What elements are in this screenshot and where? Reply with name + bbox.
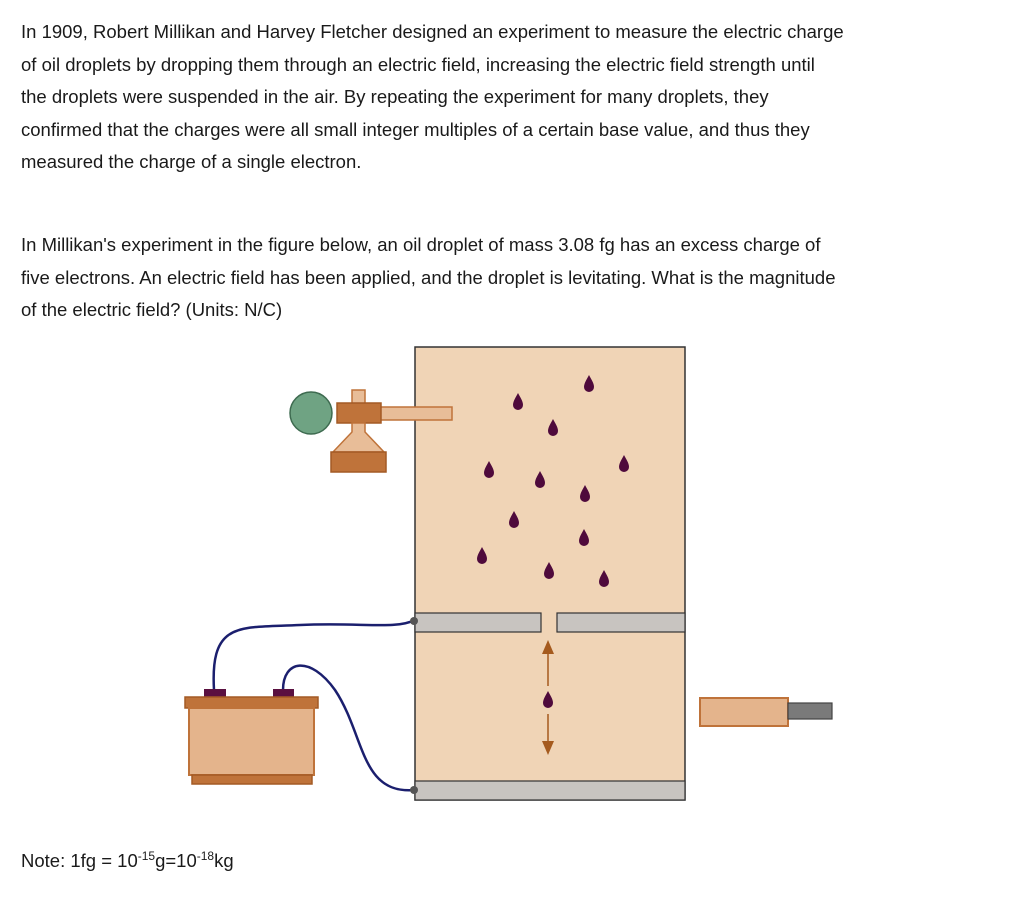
oil-droplet <box>544 562 554 579</box>
arrow-up-icon <box>542 640 554 654</box>
note-exponent-1: -15 <box>137 849 156 863</box>
oil-droplet <box>484 461 494 478</box>
oil-droplet <box>579 529 589 546</box>
note-prefix: Note: 1fg = 10 <box>21 850 138 871</box>
note-mid: g=10 <box>155 850 197 871</box>
battery-base <box>191 774 313 785</box>
text-line: confirmed that the charges were all smal… <box>21 118 810 140</box>
oil-droplet <box>619 455 629 472</box>
atomizer-collar <box>336 402 382 424</box>
oil-droplet <box>584 375 594 392</box>
microscope <box>699 697 833 727</box>
wire-lower <box>281 664 416 792</box>
text-line: In Millikan's experiment in the figure b… <box>21 234 821 255</box>
microscope-body <box>699 697 789 727</box>
connector <box>410 617 418 625</box>
question-paragraph: In Millikan's experiment in the figure b… <box>21 229 835 327</box>
text-line: the droplets were suspended in the air. … <box>21 86 769 107</box>
oil-droplet <box>543 691 553 708</box>
battery-terminal-right <box>273 689 294 697</box>
battery-body <box>188 707 315 776</box>
oil-droplet <box>548 419 558 436</box>
atomizer <box>289 389 453 473</box>
text-line: of oil droplets by dropping them through… <box>21 53 815 75</box>
lower-plate <box>414 780 686 801</box>
oil-droplet <box>580 485 590 502</box>
battery-lid <box>184 696 319 709</box>
levitation-arrows <box>542 640 554 755</box>
text-line: In 1909, Robert Millikan and Harvey Flet… <box>21 21 844 42</box>
battery <box>184 689 319 785</box>
oil-droplet <box>477 547 487 564</box>
oil-droplets <box>477 375 629 708</box>
text-line: five electrons. An electric field has be… <box>21 266 836 288</box>
upper-plate-left <box>414 612 542 633</box>
atomizer-tube <box>379 406 453 421</box>
wire-upper <box>212 618 416 691</box>
oil-droplet <box>599 570 609 587</box>
arrow-down-icon <box>542 741 554 755</box>
battery-terminal-left <box>204 689 226 697</box>
intro-paragraph: In 1909, Robert Millikan and Harvey Flet… <box>21 16 844 179</box>
atomizer-funnel <box>331 422 386 453</box>
note-exponent-2: -18 <box>196 849 215 863</box>
connector <box>410 786 418 794</box>
text-line: of the electric field? (Units: N/C) <box>21 299 283 320</box>
oil-droplet <box>513 393 523 410</box>
note-suffix: kg <box>214 850 234 871</box>
oil-droplet <box>535 471 545 488</box>
atomizer-bulb <box>289 391 333 435</box>
microscope-eyepiece <box>787 702 833 720</box>
atomizer-cap <box>351 389 366 405</box>
oil-droplet <box>509 511 519 528</box>
upper-plate-right <box>556 612 686 633</box>
text-line: measured the charge of a single electron… <box>21 151 362 172</box>
unit-note: Note: 1fg = 10-15g=10-18kg <box>21 850 234 872</box>
atomizer-base <box>330 451 387 473</box>
